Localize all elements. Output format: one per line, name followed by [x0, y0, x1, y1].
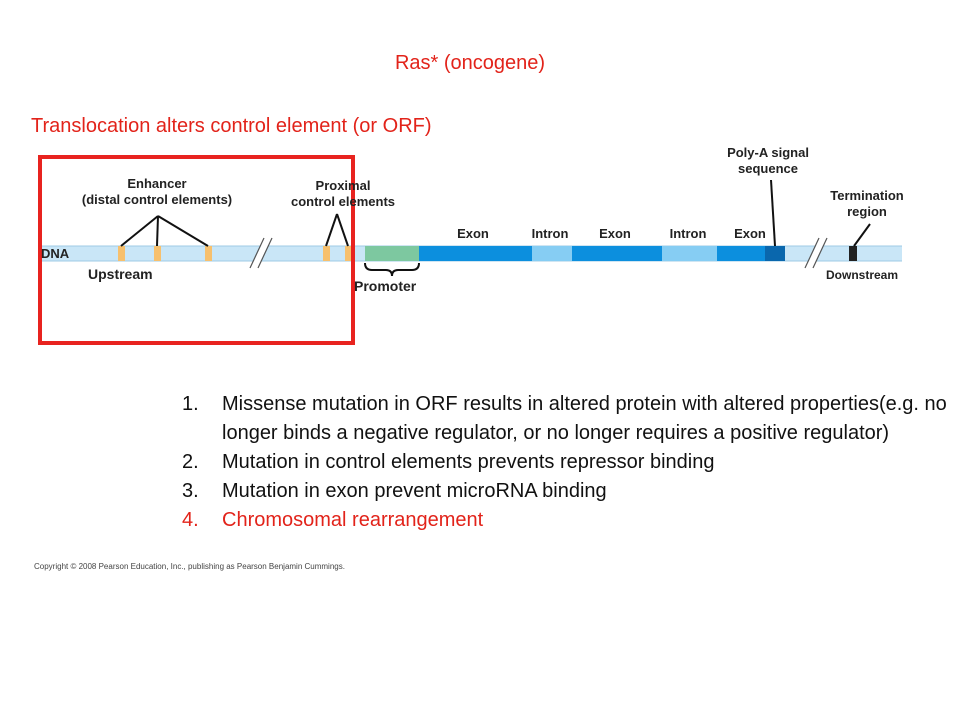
segment-label-exon-1: Exon [457, 226, 489, 241]
proximal-callout-lines [325, 213, 349, 247]
downstream-label: Downstream [826, 268, 899, 282]
slide-title: Ras* (oncogene) [394, 52, 546, 74]
list-item-number: 1. [182, 393, 199, 415]
list-item-number: 2. [182, 451, 199, 473]
termination-block [849, 246, 857, 261]
list-item: 4. Chromosomal rearrangement [182, 506, 952, 535]
exon-3 [717, 246, 765, 261]
list-item-text: Mutation in exon prevent microRNA bindin… [222, 480, 607, 502]
list-item-text: Chromosomal rearrangement [222, 509, 484, 531]
enhancer-label-line2: (distal control elements) [81, 192, 233, 207]
segment-label-intron-1: Intron [531, 226, 569, 241]
enhancer-label-line1: Enhancer [127, 176, 187, 191]
segment-label-intron-2: Intron [669, 226, 707, 241]
highlight-box [38, 155, 355, 345]
enhancer-element-1 [118, 246, 125, 261]
intron-1 [532, 246, 572, 261]
mutation-mechanisms-list: 1. Missense mutation in ORF results in a… [182, 390, 952, 535]
exon-1 [419, 246, 532, 261]
polya-signal-block [765, 246, 785, 261]
polya-label-line2: sequence [738, 161, 798, 176]
list-item-number: 4. [182, 509, 199, 531]
list-item: 1. Missense mutation in ORF results in a… [182, 390, 952, 448]
list-item-text: Mutation in control elements prevents re… [222, 451, 715, 473]
segment-label-exon-3: Exon [734, 226, 766, 241]
promoter-label: Promoter [354, 278, 417, 294]
proximal-label-line2: control elements [290, 194, 396, 209]
proximal-element-1 [323, 246, 330, 261]
list-item: 2. Mutation in control elements prevents… [182, 448, 952, 477]
strand-break-mark-2 [804, 236, 828, 270]
intron-2 [662, 246, 717, 261]
polya-label: Poly-A signal sequence [706, 145, 830, 177]
termination-label-line1: Termination [830, 188, 904, 203]
promoter-region [365, 246, 419, 261]
segment-label-exon-2: Exon [599, 226, 631, 241]
enhancer-label: Enhancer (distal control elements) [60, 176, 254, 208]
proximal-element-2 [345, 246, 352, 261]
polya-label-line1: Poly-A signal [727, 145, 809, 160]
enhancer-element-3 [205, 246, 212, 261]
dna-label: DNA [41, 246, 70, 261]
exon-2 [572, 246, 662, 261]
enhancer-element-2 [154, 246, 161, 261]
list-item: 3. Mutation in exon prevent microRNA bin… [182, 477, 952, 506]
promoter-brace [364, 262, 420, 277]
termination-callout-line [853, 223, 871, 247]
copyright-notice: Copyright © 2008 Pearson Education, Inc.… [34, 562, 345, 571]
slide-subtitle: Translocation alters control element (or… [31, 115, 432, 137]
proximal-label-line1: Proximal [315, 178, 371, 193]
polya-callout-line [770, 179, 776, 247]
termination-label-line2: region [847, 204, 887, 219]
enhancer-callout-lines [120, 215, 209, 247]
termination-label: Termination region [808, 188, 926, 220]
gene-structure-diagram [38, 155, 902, 345]
proximal-label: Proximal control elements [276, 178, 410, 210]
strand-break-mark-1 [249, 236, 273, 270]
upstream-label: Upstream [88, 266, 153, 282]
list-item-text: Missense mutation in ORF results in alte… [222, 393, 947, 444]
list-item-number: 3. [182, 480, 199, 502]
